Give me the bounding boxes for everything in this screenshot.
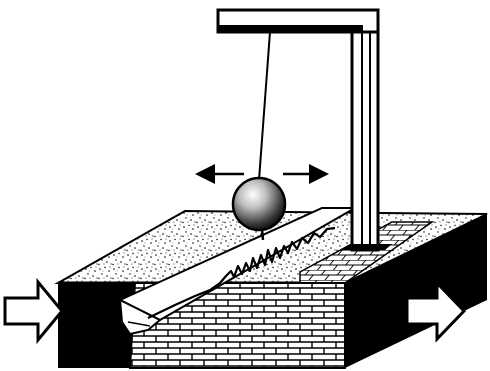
stand-post [352, 10, 378, 250]
pendulum-string [259, 32, 270, 180]
swing-arrow-right-icon [283, 164, 329, 184]
sphere-icon [233, 178, 285, 230]
ground-motion-arrow-left [5, 282, 62, 340]
arrow-right-outline-icon [5, 282, 62, 340]
swing-arrow-left-icon [195, 164, 244, 184]
